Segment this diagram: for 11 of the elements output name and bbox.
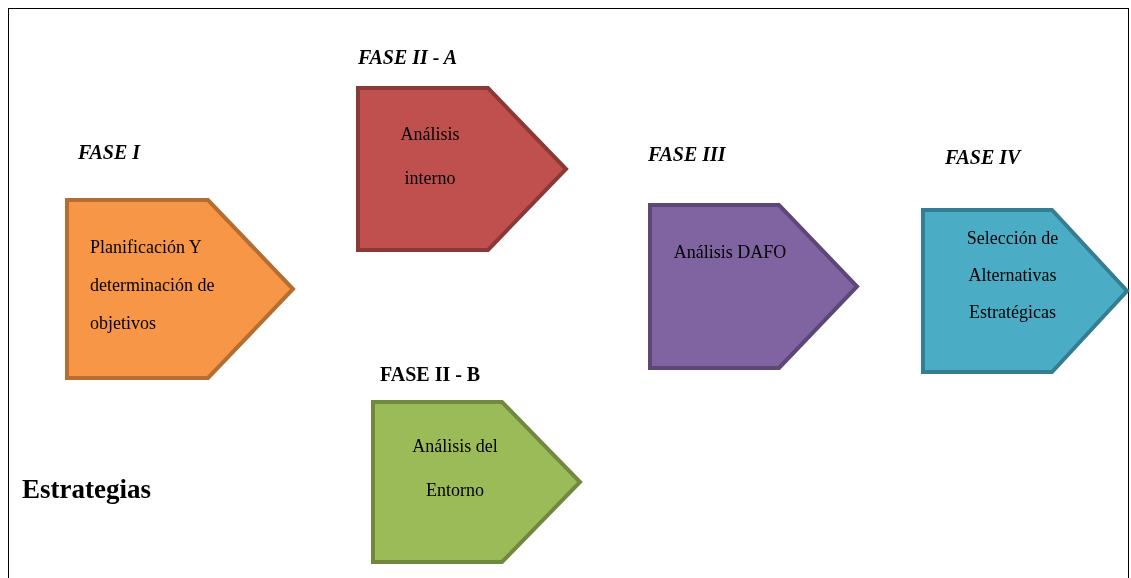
phase-heading: FASE III bbox=[648, 143, 726, 166]
phase-heading: FASE II - A bbox=[358, 46, 458, 69]
phase-label: Análisis interno bbox=[399, 123, 461, 190]
phase-heading: FASE IV bbox=[945, 146, 1021, 169]
section-title: Estrategias bbox=[22, 474, 151, 505]
phase-heading: FASE I bbox=[78, 141, 141, 164]
phase-label: Planificación Y determinación de objetivos bbox=[90, 236, 216, 335]
phase-label: Análisis DAFO bbox=[672, 241, 788, 264]
phase-label: Selección de Alternativas Estratégicas bbox=[965, 227, 1060, 324]
phase-label: Análisis del Entorno bbox=[411, 435, 499, 502]
phase-heading: FASE II - B bbox=[380, 363, 481, 386]
